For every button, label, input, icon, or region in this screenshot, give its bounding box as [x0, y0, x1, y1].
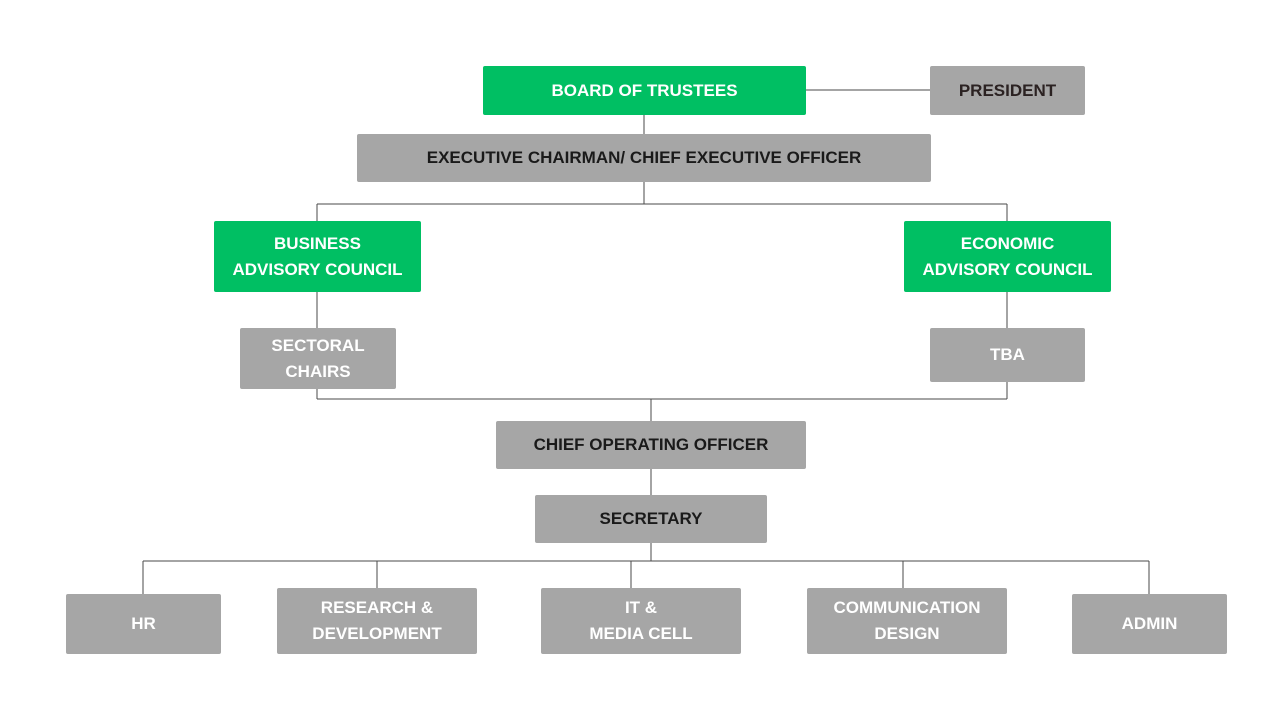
business-advisory-council-label: BUSINESS ADVISORY COUNCIL [232, 233, 403, 279]
coo-label: CHIEF OPERATING OFFICER [533, 435, 769, 454]
president-box: PRESIDENT [930, 66, 1085, 115]
tba-box: TBA [930, 328, 1085, 382]
department-research-box: RESEARCH & DEVELOPMENT [277, 588, 477, 654]
economic-advisory-council-box: ECONOMIC ADVISORY COUNCIL [904, 221, 1111, 292]
economic-advisory-council-label: ECONOMIC ADVISORY COUNCIL [922, 233, 1093, 279]
board-of-trustees-box: BOARD OF TRUSTEES [483, 66, 806, 115]
department-hr-box: HR [66, 594, 221, 654]
department-communication-box: COMMUNICATION DESIGN [807, 588, 1007, 654]
sectoral-chairs-label: SECTORAL CHAIRS [271, 335, 365, 381]
ceo-label: EXECUTIVE CHAIRMAN/ CHIEF EXECUTIVE OFFI… [426, 148, 862, 167]
business-advisory-council-box: BUSINESS ADVISORY COUNCIL [214, 221, 421, 292]
tba-label: TBA [990, 345, 1025, 364]
ceo-box: EXECUTIVE CHAIRMAN/ CHIEF EXECUTIVE OFFI… [357, 134, 931, 182]
department-admin-label: ADMIN [1121, 614, 1178, 633]
department-it-media-box: IT & MEDIA CELL [541, 588, 741, 654]
department-it-media-label: IT & MEDIA CELL [589, 598, 693, 643]
department-admin-box: ADMIN [1072, 594, 1227, 654]
president-label: PRESIDENT [958, 80, 1057, 100]
coo-box: CHIEF OPERATING OFFICER [496, 421, 806, 469]
board-of-trustees-label: BOARD OF TRUSTEES [551, 80, 738, 100]
secretary-label: SECRETARY [599, 509, 703, 528]
secretary-box: SECRETARY [535, 495, 767, 543]
department-research-label: RESEARCH & DEVELOPMENT [312, 598, 442, 643]
sectoral-chairs-box: SECTORAL CHAIRS [240, 328, 396, 389]
department-hr-label: HR [131, 614, 156, 633]
department-communication-label: COMMUNICATION DESIGN [833, 598, 981, 643]
